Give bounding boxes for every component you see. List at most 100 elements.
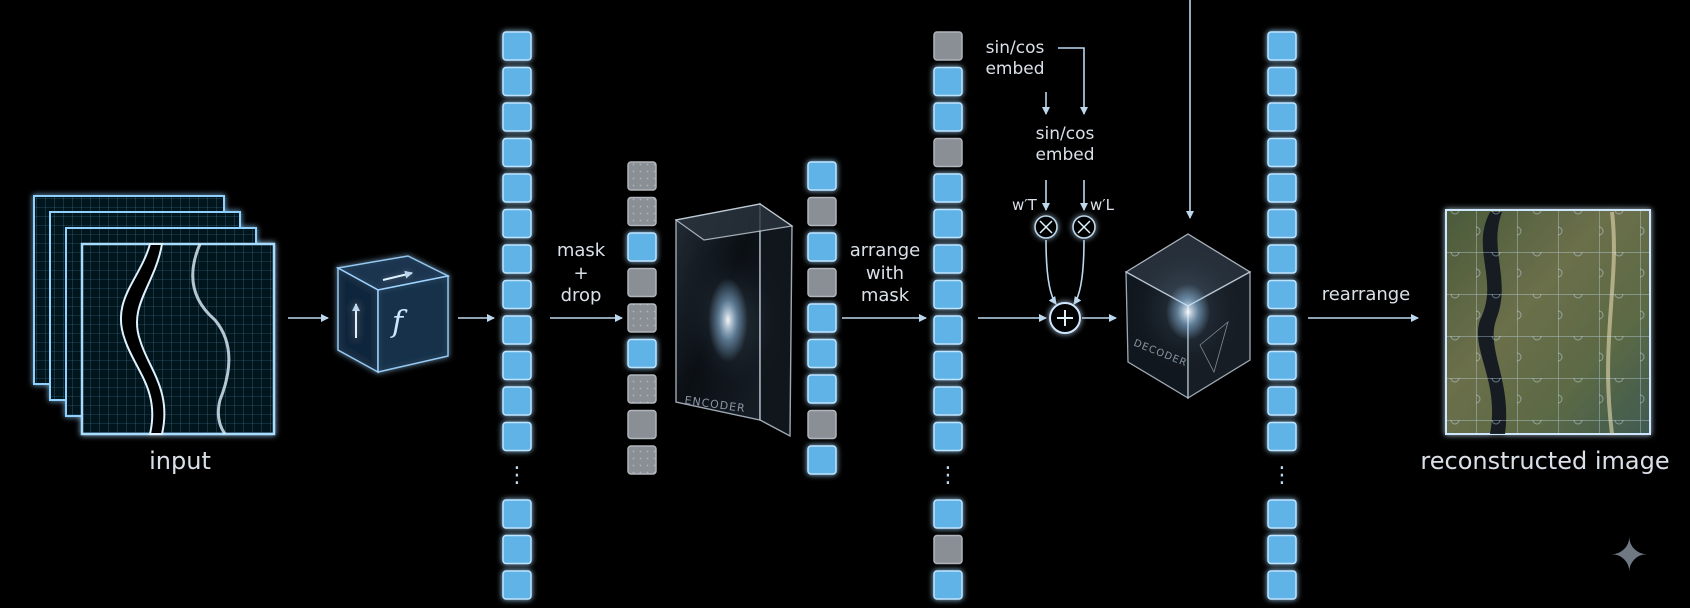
arranged-tail-token bbox=[933, 570, 963, 600]
arranged-tail-token bbox=[933, 499, 963, 529]
patches-token bbox=[502, 244, 532, 274]
arrange-line-3: mask bbox=[860, 285, 910, 306]
patches-tail-token bbox=[502, 570, 532, 600]
mask-drop-line-3: drop bbox=[560, 285, 602, 306]
circle-plus-icon bbox=[1049, 302, 1081, 334]
arranged-token bbox=[933, 244, 963, 274]
encoded-token bbox=[807, 374, 837, 404]
arranged-token bbox=[933, 66, 963, 97]
arrange-line-1: arrange bbox=[849, 240, 921, 261]
reconstructed-image bbox=[1445, 209, 1651, 435]
rearrange-label: rearrange bbox=[1321, 284, 1411, 305]
patches-token bbox=[502, 66, 532, 97]
sin-cos-mid-line-1: sin/cos bbox=[1035, 124, 1095, 144]
encoded-token bbox=[807, 303, 837, 333]
decoded-token bbox=[1267, 66, 1297, 97]
encoded-token bbox=[807, 232, 837, 262]
encoded-token bbox=[807, 196, 837, 227]
decoded-tail-token bbox=[1267, 534, 1297, 565]
decoded-token bbox=[1267, 31, 1297, 61]
river-icon bbox=[119, 243, 166, 435]
sin-cos-top-line-2: embed bbox=[985, 59, 1045, 80]
arranged-token bbox=[933, 279, 963, 310]
arrow-sin-right bbox=[1058, 47, 1088, 115]
decoded-token bbox=[1267, 386, 1297, 416]
patches-token bbox=[502, 315, 532, 345]
token-columns: ⋮ ⋮ ⋮ bbox=[502, 31, 1297, 600]
decoded-tail-token bbox=[1267, 499, 1297, 529]
input-frame-4 bbox=[80, 242, 276, 436]
encoded-token bbox=[807, 409, 837, 440]
patches-token bbox=[502, 279, 532, 310]
decoded-token bbox=[1267, 102, 1297, 132]
masked-token-dots bbox=[628, 446, 656, 474]
decoded-tail-token bbox=[1267, 570, 1297, 600]
sin-cos-embed-label-top: sin/cos embed bbox=[975, 38, 1055, 81]
weight-l-label: w′L bbox=[1090, 196, 1115, 214]
function-f-label: f bbox=[392, 305, 404, 340]
arranged-token bbox=[933, 386, 963, 416]
reconstructed-image-label: reconstructed image bbox=[1420, 447, 1670, 475]
arrange-with-mask-label: arrange with mask bbox=[840, 240, 930, 308]
arranged-token bbox=[933, 137, 963, 168]
prism-icon bbox=[674, 202, 794, 438]
decoded-token bbox=[1267, 244, 1297, 274]
arranged-token bbox=[933, 208, 963, 239]
circle-times-icon-left bbox=[1034, 215, 1058, 239]
patches-token bbox=[502, 31, 532, 61]
arranged-token bbox=[933, 31, 963, 61]
arranged-token bbox=[933, 315, 963, 345]
input-label: input bbox=[149, 447, 211, 475]
mask-drop-label: mask + drop bbox=[546, 240, 616, 308]
encoded-token bbox=[807, 445, 837, 475]
patches-token bbox=[502, 350, 532, 381]
arranged-token bbox=[933, 421, 963, 452]
patches-ellipsis: ⋮ bbox=[506, 463, 528, 488]
decoded-token bbox=[1267, 279, 1297, 310]
encoded-token bbox=[807, 161, 837, 191]
arrow-times-left-to-plus bbox=[1045, 239, 1057, 305]
patches-token bbox=[502, 102, 532, 132]
masked-token-dots bbox=[628, 197, 656, 226]
arrange-line-2: with bbox=[865, 262, 905, 284]
decoded-token bbox=[1267, 421, 1297, 452]
arrow-times-right-to-plus bbox=[1073, 239, 1085, 305]
arranged-token bbox=[933, 350, 963, 381]
decoded-token bbox=[1267, 208, 1297, 239]
decoded-ellipsis: ⋮ bbox=[1271, 463, 1293, 488]
patches-token bbox=[502, 208, 532, 239]
arranged-ellipsis: ⋮ bbox=[937, 463, 959, 488]
decoded-token bbox=[1267, 137, 1297, 168]
patches-token bbox=[502, 421, 532, 452]
weight-t-label: w′T bbox=[1012, 196, 1037, 214]
patches-tail-token bbox=[502, 534, 532, 565]
patches-token bbox=[502, 386, 532, 416]
masked-token bbox=[627, 232, 657, 262]
decoded-token bbox=[1267, 350, 1297, 381]
masked-token bbox=[627, 267, 657, 298]
masked-token bbox=[627, 409, 657, 440]
masked-token-dots bbox=[628, 304, 656, 332]
masked-token-dots bbox=[628, 162, 656, 190]
arranged-token bbox=[933, 102, 963, 132]
arranged-tail-token bbox=[933, 534, 963, 565]
masked-token bbox=[627, 338, 657, 369]
patches-token bbox=[502, 173, 532, 203]
sin-cos-top-line-1: sin/cos bbox=[985, 38, 1045, 58]
encoded-token bbox=[807, 338, 837, 369]
decoded-token bbox=[1267, 173, 1297, 203]
crystal-cube-icon bbox=[1124, 233, 1252, 400]
sin-cos-embed-label-mid: sin/cos embed bbox=[1025, 124, 1105, 167]
arrows bbox=[288, 0, 1419, 322]
mask-drop-line-2: + bbox=[573, 262, 589, 284]
circle-times-icon-right bbox=[1072, 215, 1096, 239]
masked-token-dots bbox=[628, 375, 656, 403]
arranged-token bbox=[933, 173, 963, 203]
patches-token bbox=[502, 137, 532, 168]
sin-cos-mid-line-2: embed bbox=[1035, 145, 1095, 166]
projection-cube-icon bbox=[335, 255, 451, 374]
encoded-token bbox=[807, 267, 837, 298]
patches-tail-token bbox=[502, 499, 532, 529]
mask-drop-line-1: mask bbox=[556, 240, 606, 261]
